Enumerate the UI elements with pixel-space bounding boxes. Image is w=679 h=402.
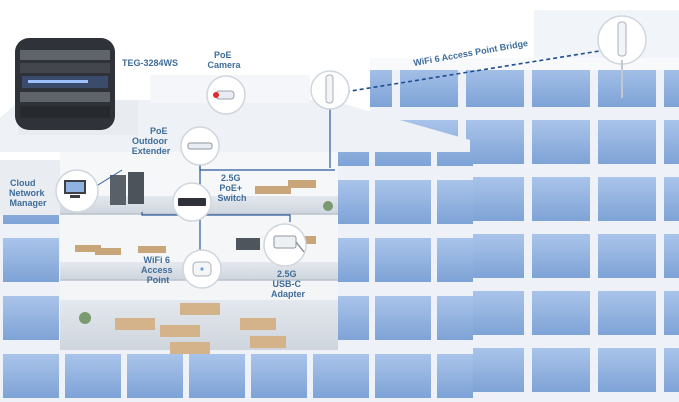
camera-callout (206, 75, 246, 115)
switch-model-label: TEG-3284WS (122, 58, 178, 68)
usb-adapter-callout (263, 223, 307, 267)
cloud-manager-label: Cloud Network Manager (9, 178, 47, 208)
poe-camera-label: PoE Camera (207, 50, 241, 70)
switch-rack-callout (15, 38, 115, 130)
poe-extender-label: PoE Outdoor Extender (132, 126, 171, 156)
bridge-ap-left (310, 70, 350, 110)
access-point-label: WiFi 6 Access Point (141, 255, 175, 285)
cloud-manager-callout (55, 169, 99, 213)
extender-callout (180, 126, 220, 166)
poe-switch-label: 2.5G PoE+ Switch (217, 173, 246, 203)
poe-switch-callout (172, 182, 212, 222)
bridge-ap-right (597, 15, 647, 98)
access-point-callout (182, 249, 222, 289)
usb-adapter-label: 2.5G USB-C Adapter (271, 269, 306, 299)
